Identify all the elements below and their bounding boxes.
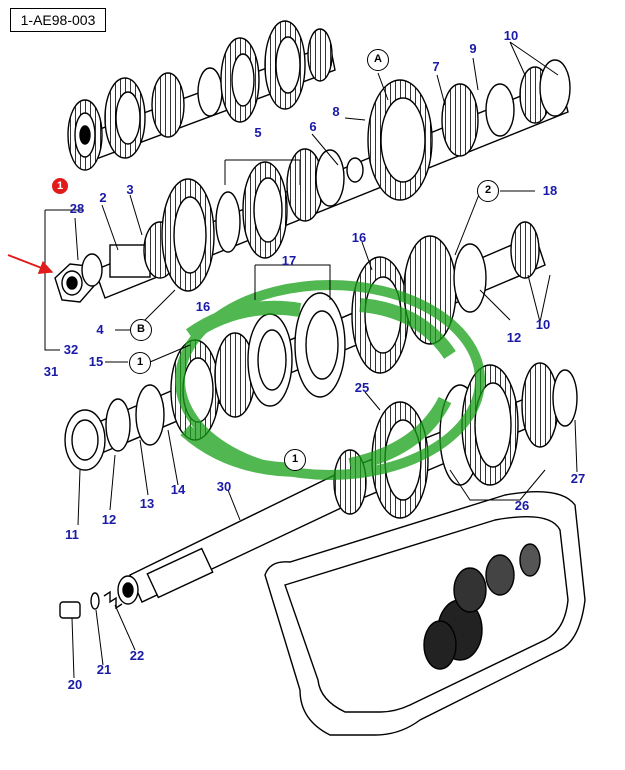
part-label-28[interactable]: 28	[69, 201, 85, 216]
part-label-14[interactable]: 14	[170, 482, 186, 497]
part-label-22[interactable]: 22	[129, 648, 145, 663]
part-label-16-left[interactable]: 16	[195, 299, 211, 314]
part-label-25[interactable]: 25	[354, 380, 370, 395]
part-label-21[interactable]: 21	[96, 662, 112, 677]
highlight-badge: 1	[52, 178, 68, 194]
part-label-3[interactable]: 3	[126, 182, 134, 197]
callout-1-left[interactable]: 1	[129, 352, 151, 374]
main-shaft-gears	[54, 59, 571, 303]
reference-code-box: 1-AE98-003	[10, 8, 106, 32]
part-label-11[interactable]: 11	[65, 527, 79, 542]
part-label-17[interactable]: 17	[281, 253, 297, 268]
part-label-10-bottom[interactable]: 10	[535, 317, 551, 332]
small-parts	[59, 590, 123, 619]
part-label-6[interactable]: 6	[309, 119, 317, 134]
part-label-20[interactable]: 20	[67, 677, 83, 692]
upper-gear-cluster	[67, 20, 336, 171]
part-label-4[interactable]: 4	[96, 322, 104, 337]
callout-1-center[interactable]: 1	[284, 449, 306, 471]
part-label-12-left[interactable]: 12	[101, 512, 117, 527]
part-label-16-right[interactable]: 16	[351, 230, 367, 245]
part-label-7[interactable]: 7	[432, 59, 440, 74]
callout-a[interactable]: A	[367, 49, 389, 71]
pointer-arrow	[7, 254, 54, 274]
callout-b[interactable]: B	[130, 319, 152, 341]
part-label-31[interactable]: 31	[43, 364, 59, 379]
part-label-2[interactable]: 2	[99, 190, 107, 205]
part-label-26[interactable]: 26	[514, 498, 530, 513]
part-label-27[interactable]: 27	[570, 471, 586, 486]
leader-lines	[44, 41, 578, 679]
part-label-10-top[interactable]: 10	[503, 28, 519, 43]
part-label-30[interactable]: 30	[216, 479, 232, 494]
part-label-18[interactable]: 18	[542, 183, 558, 198]
part-label-9[interactable]: 9	[469, 41, 477, 56]
callout-2[interactable]: 2	[477, 180, 499, 202]
part-label-8[interactable]: 8	[332, 104, 340, 119]
part-label-15[interactable]: 15	[88, 354, 104, 369]
part-label-32[interactable]: 32	[63, 342, 79, 357]
countershaft-gears	[64, 221, 546, 471]
part-label-13[interactable]: 13	[139, 496, 155, 511]
part-label-5[interactable]: 5	[254, 125, 262, 140]
transmission-housing	[264, 490, 586, 736]
part-label-12-right[interactable]: 12	[506, 330, 522, 345]
